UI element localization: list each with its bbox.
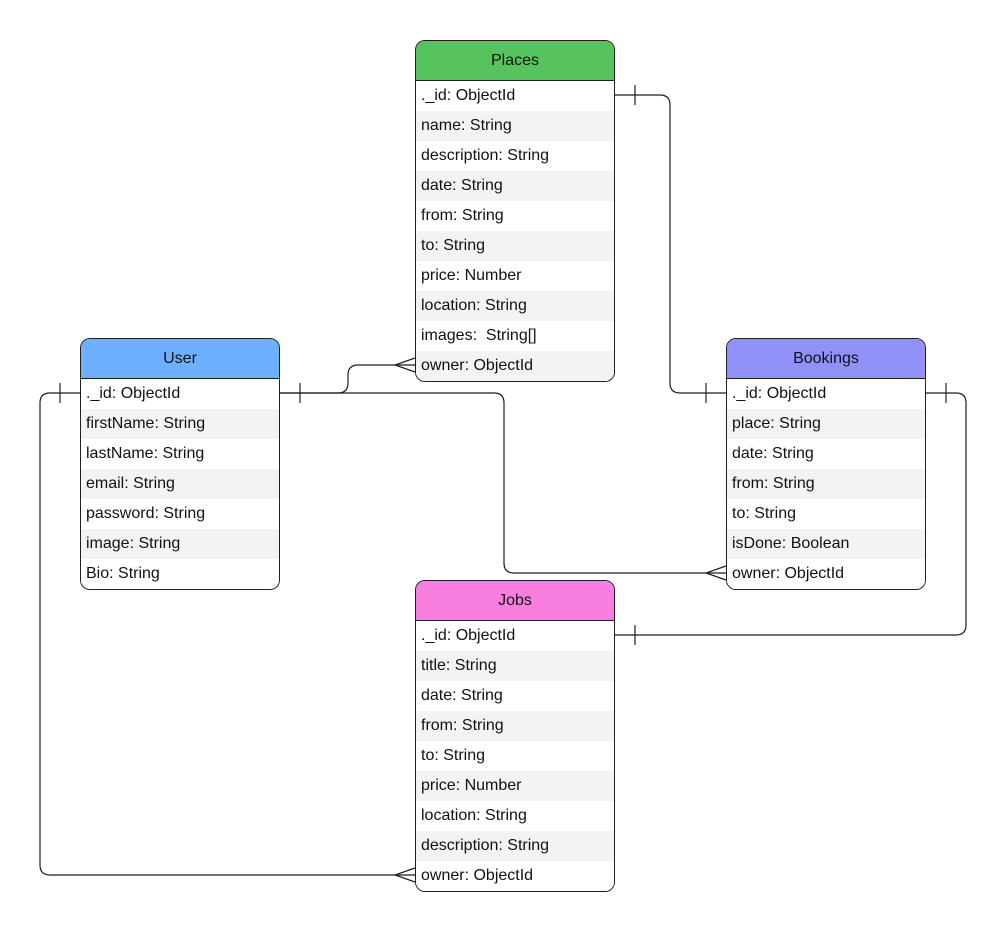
bookings-field-row: isDone: Boolean	[727, 529, 925, 559]
bookings-field-row: place: String	[727, 409, 925, 439]
places-field-row: description: String	[416, 141, 614, 171]
jobs-field-row: to: String	[416, 741, 614, 771]
user-field-row: image: String	[81, 529, 279, 559]
jobs-field-row: title: String	[416, 651, 614, 681]
bookings-field-row: to: String	[727, 499, 925, 529]
many-crowfoot	[393, 357, 416, 373]
places-field-row: ._id: ObjectId	[416, 81, 614, 111]
jobs-field-row: ._id: ObjectId	[416, 621, 614, 651]
jobs-field-row: from: String	[416, 711, 614, 741]
many-crowfoot	[704, 565, 727, 581]
places-field-row: name: String	[416, 111, 614, 141]
jobs-field-row: price: Number	[416, 771, 614, 801]
places-field-row: price: Number	[416, 261, 614, 291]
bookings-field-row: owner: ObjectId	[727, 559, 925, 589]
user-field-row: email: String	[81, 469, 279, 499]
user-field-row: lastName: String	[81, 439, 279, 469]
bookings-jobs-relationship	[615, 383, 967, 645]
jobs-field-row: description: String	[416, 831, 614, 861]
places-field-row: to: String	[416, 231, 614, 261]
places-field-row: from: String	[416, 201, 614, 231]
bookings-field-row: date: String	[727, 439, 925, 469]
places-field-row: owner: ObjectId	[416, 351, 614, 381]
user-places-relationship	[280, 357, 416, 403]
user-jobs-relationship	[39, 383, 416, 883]
places-bookings-relationship	[615, 85, 726, 403]
user-field-row: firstName: String	[81, 409, 279, 439]
jobs-entity-title: Jobs	[416, 581, 614, 621]
user-field-row: ._id: ObjectId	[81, 379, 279, 409]
bookings-field-row: ._id: ObjectId	[727, 379, 925, 409]
bookings-field-row: from: String	[727, 469, 925, 499]
places-field-row: images: String[]	[416, 321, 614, 351]
jobs-field-row: location: String	[416, 801, 614, 831]
jobs-field-row: owner: ObjectId	[416, 861, 614, 891]
user-field-row: Bio: String	[81, 559, 279, 589]
places-entity-title: Places	[416, 41, 614, 81]
user-entity-title: User	[81, 339, 279, 379]
places-field-row: location: String	[416, 291, 614, 321]
bookings-entity-title: Bookings	[727, 339, 925, 379]
jobs-field-row: date: String	[416, 681, 614, 711]
places-field-row: date: String	[416, 171, 614, 201]
user-field-row: password: String	[81, 499, 279, 529]
user-bookings-relationship	[280, 392, 727, 581]
many-crowfoot	[393, 867, 416, 883]
